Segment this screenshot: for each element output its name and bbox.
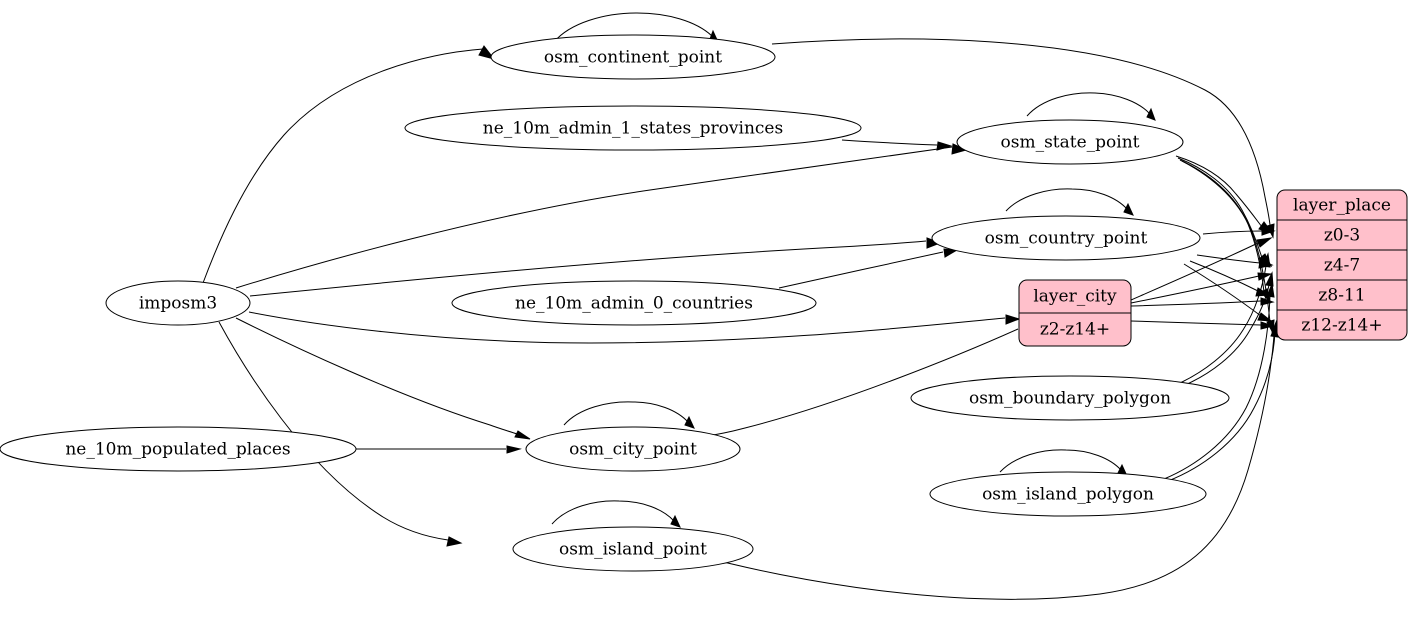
node-label: imposm3	[139, 294, 217, 314]
layer_place-row-1[interactable]: z4-7	[1324, 256, 1360, 276]
edge-osm_country_point-to-layer_place-r4	[1183, 263, 1262, 317]
arrowhead	[936, 141, 953, 151]
node-ne_10m_populated_places[interactable]: ne_10m_populated_places	[0, 426, 357, 472]
edge-osm_country_point-to-layer_place-r3	[1189, 260, 1259, 292]
node-label: osm_island_point	[559, 540, 707, 560]
edge-imposm3-to-osm_state_point	[235, 146, 953, 289]
arrowhead	[670, 514, 681, 528]
node-osm_island_point[interactable]: osm_island_point	[512, 526, 754, 572]
arrowhead	[1005, 314, 1021, 325]
selfloop-osm_continent_point	[553, 12, 713, 43]
edge-layer_city-to-layer_place-r4	[1130, 320, 1262, 326]
node-osm_state_point[interactable]: osm_state_point	[956, 119, 1184, 165]
edge-imposm3-to-osm_island_point	[218, 321, 449, 541]
node-osm_boundary_polygon[interactable]: osm_boundary_polygon	[910, 375, 1230, 421]
node-label: osm_city_point	[569, 440, 697, 460]
node-label: ne_10m_populated_places	[65, 440, 290, 460]
edge-imposm3-to-osm_country_point	[249, 240, 927, 297]
edge-layer	[202, 12, 1280, 600]
node-layer_place[interactable]: layer_place z0-3 z4-7 z8-11 z12-z14+	[1276, 189, 1408, 341]
arrowhead	[1256, 237, 1273, 248]
edge-osm_continent_point-to-layer_place	[771, 38, 1271, 226]
edge-ne_states-to-osm_state_point	[841, 139, 938, 146]
arrowhead	[1262, 252, 1271, 268]
node-label: ne_10m_admin_0_countries	[515, 294, 753, 314]
selfloop-osm_country_point	[1005, 188, 1128, 212]
arrowhead	[1146, 107, 1156, 121]
node-ne_10m_admin_1_states_provinces[interactable]: ne_10m_admin_1_states_provinces	[404, 105, 862, 151]
edge-imposm3-to-osm_city_point	[235, 317, 518, 435]
node-osm_island_polygon[interactable]: osm_island_polygon	[929, 471, 1207, 517]
arrowhead	[1266, 282, 1275, 298]
arrowhead	[506, 445, 522, 454]
selfloop-osm_island_polygon	[999, 449, 1122, 473]
node-layer_city[interactable]: layer_city z2-z14+	[1018, 279, 1132, 347]
edge-osm_boundary_polygon-to-layer_place-a	[1179, 265, 1267, 384]
node-label: osm_boundary_polygon	[969, 389, 1171, 409]
node-label: osm_country_point	[985, 229, 1148, 249]
arrowhead	[1261, 227, 1276, 236]
node-ne_10m_admin_0_countries[interactable]: ne_10m_admin_0_countries	[451, 280, 817, 326]
selfloop-osm_state_point	[1026, 92, 1151, 117]
edge-ne_countries-to-osm_country_point	[778, 251, 944, 289]
node-imposm3[interactable]: imposm3	[105, 280, 251, 326]
node-layer: imposm3 ne_10m_admin_1_states_provinces …	[0, 34, 1408, 572]
layer_place-row-0[interactable]: z0-3	[1324, 226, 1360, 246]
layer_place-row-2[interactable]: z8-11	[1318, 286, 1365, 306]
selfloop-osm_city_point	[563, 401, 689, 426]
edge-osm_island_polygon-to-layer_place-a	[1163, 295, 1271, 480]
selfloop-osm_island_point	[551, 500, 675, 525]
edge-osm_country_point-to-layer_place-r2	[1196, 254, 1261, 264]
edge-layer_city-to-layer_place-r2	[1130, 275, 1260, 304]
node-osm_city_point[interactable]: osm_city_point	[525, 426, 741, 472]
node-label: osm_state_point	[1001, 133, 1140, 153]
edge-imposm3-to-layer_city	[248, 311, 1006, 344]
edge-layer_city-to-osm_city_point	[700, 328, 1019, 438]
arrowhead	[1257, 312, 1273, 322]
edge-layer_city-to-layer_place-r3	[1130, 300, 1262, 307]
arrowhead	[1265, 271, 1274, 287]
layer_place-title: layer_place	[1293, 196, 1391, 216]
node-label: ne_10m_admin_1_states_provinces	[483, 119, 783, 139]
arrowhead	[478, 45, 496, 60]
layer_city-row-0[interactable]: z2-z14+	[1040, 320, 1110, 340]
node-osm_country_point[interactable]: osm_country_point	[931, 215, 1201, 261]
node-osm_continent_point[interactable]: osm_continent_point	[490, 34, 776, 80]
edge-layer_city-to-layer_place-r1	[1130, 242, 1259, 301]
arrowhead	[446, 536, 463, 547]
arrowhead	[1260, 321, 1275, 330]
arrowhead	[514, 430, 531, 440]
node-label: osm_island_polygon	[982, 485, 1154, 505]
arrowhead	[684, 415, 695, 429]
node-label: osm_continent_point	[544, 48, 722, 68]
layer_city-title: layer_city	[1033, 287, 1117, 307]
edge-osm_island_point-to-layer_place	[699, 335, 1275, 600]
edge-osm_boundary_polygon-to-layer_place-b	[1184, 284, 1270, 386]
edge-osm_state_point-to-layer_place-r1	[1175, 155, 1263, 228]
arrowhead	[1123, 202, 1134, 216]
layer_place-row-3[interactable]: z12-z14+	[1301, 316, 1382, 336]
edge-imposm3-to-osm_continent_point	[202, 48, 484, 284]
edge-osm_country_point-to-layer_place-r1	[1202, 230, 1263, 235]
edge-osm_state_point-to-layer_place-r4	[1181, 160, 1271, 323]
